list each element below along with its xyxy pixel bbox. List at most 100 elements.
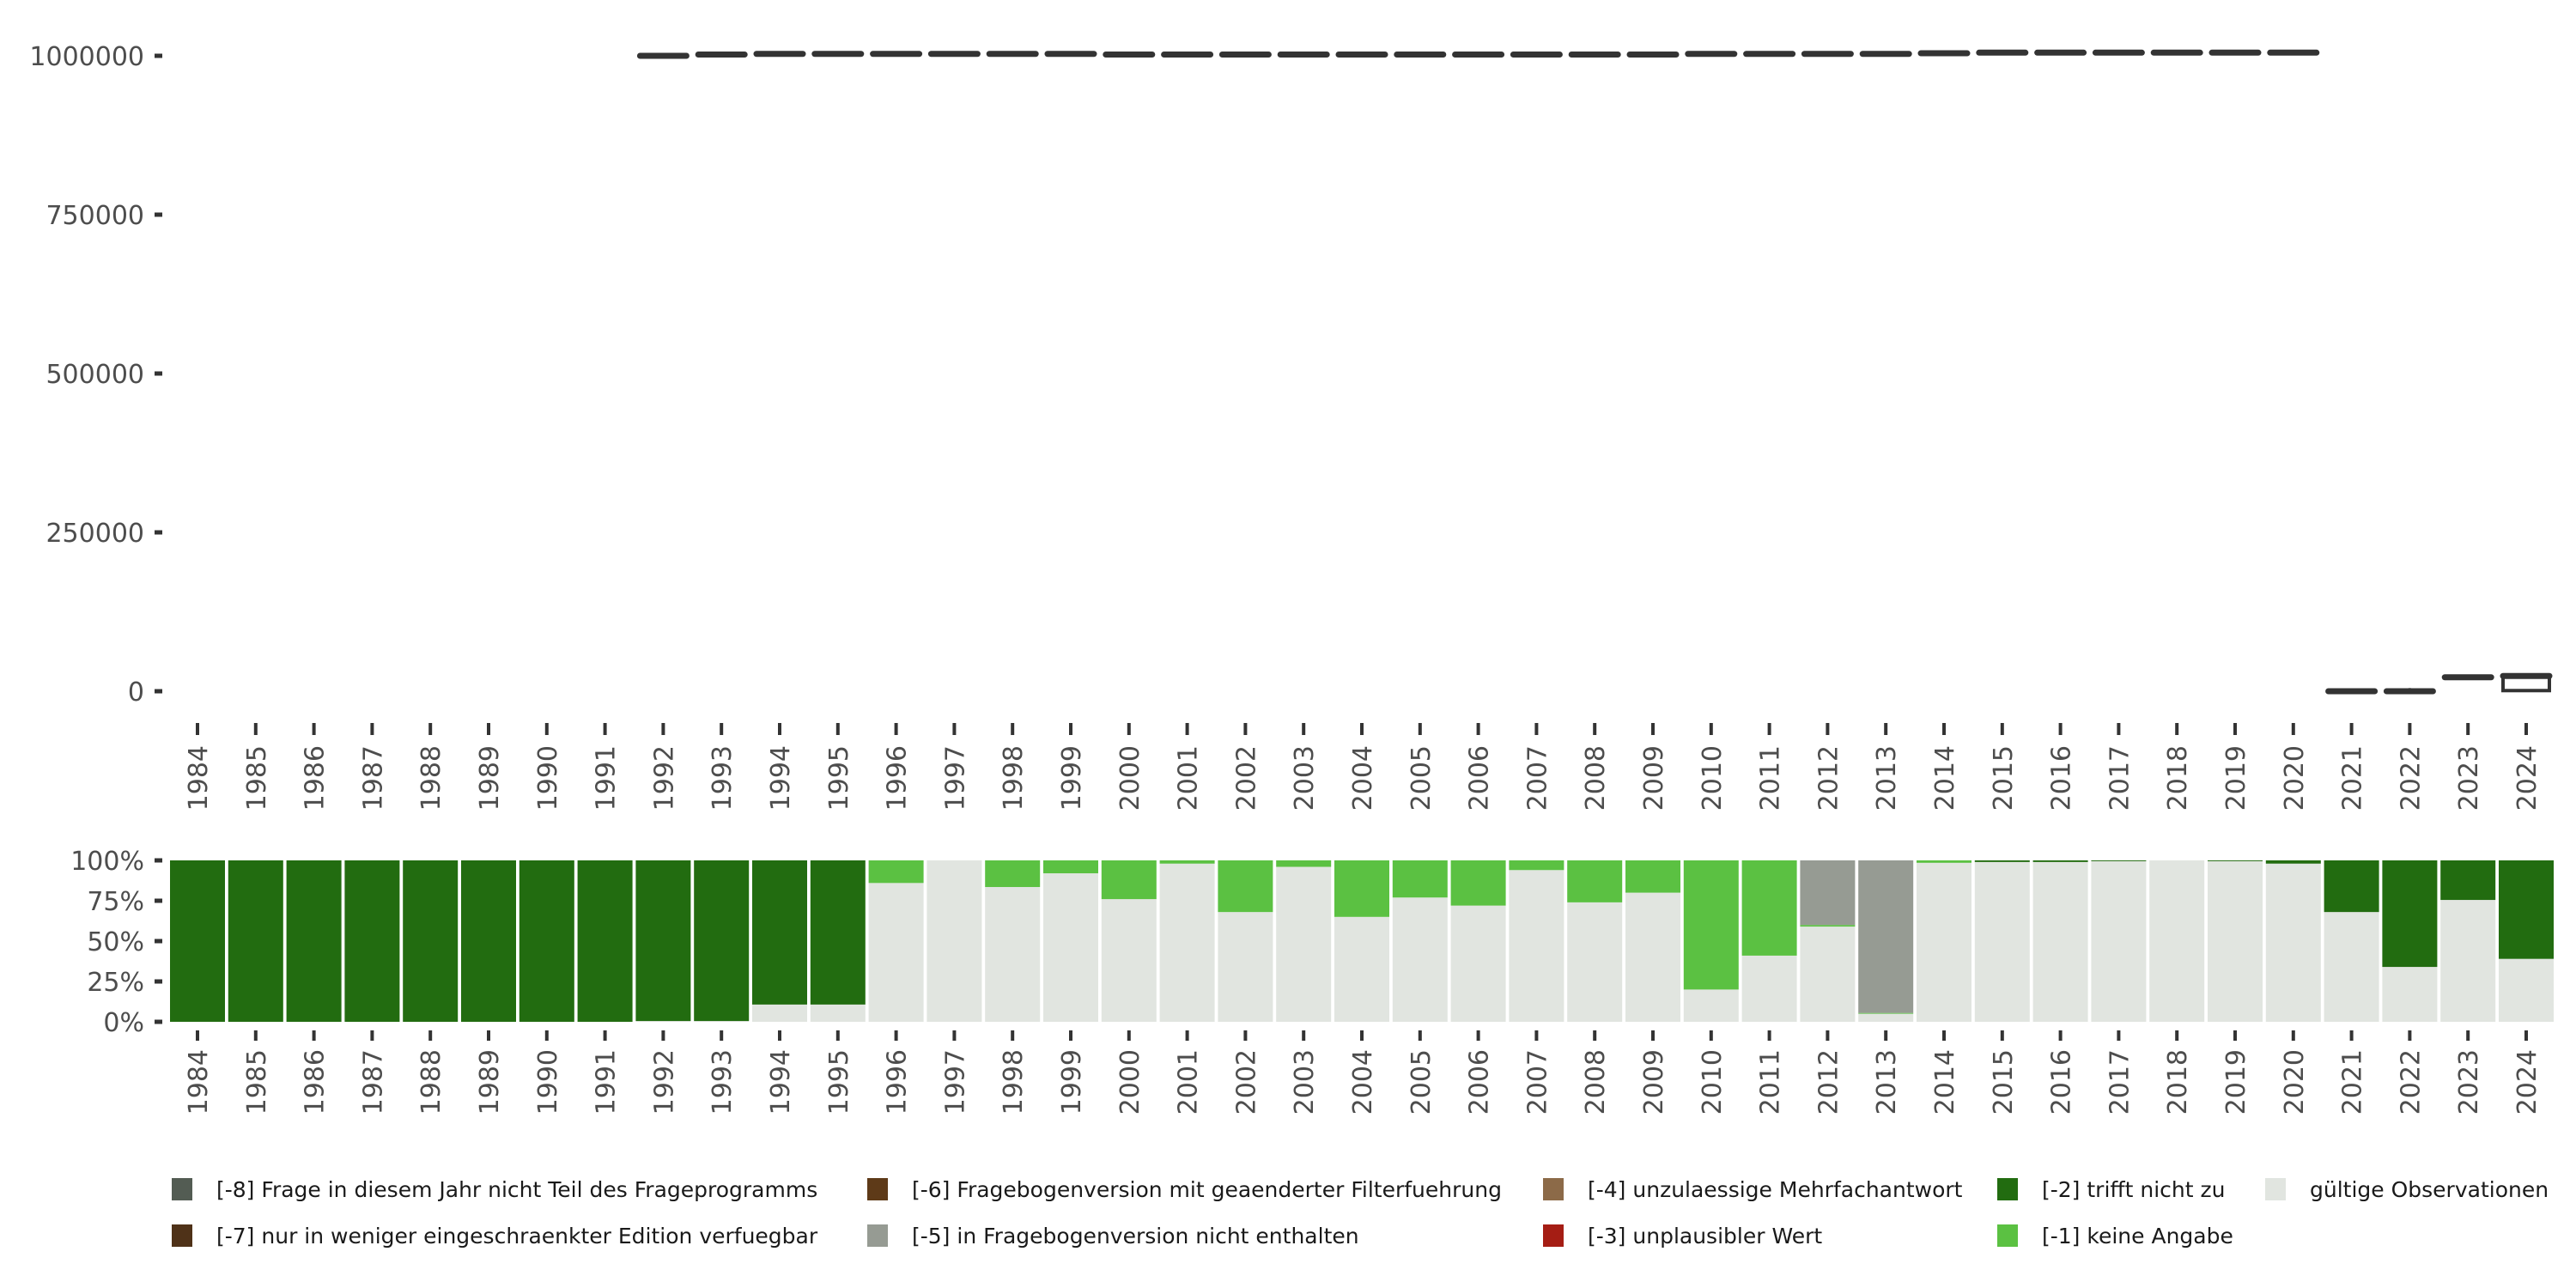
x-tick-label: 1999 [1057,1049,1087,1115]
x-tick-label: 2014 [1930,1049,1960,1115]
legend-label: [-1] keine Angabe [2042,1223,2233,1249]
x-tick-label: 1996 [883,1049,913,1115]
legend-item: [-2] trifft nicht zu [1997,1176,2225,1202]
x-tick-label: 2013 [1872,745,1902,811]
bar-segment [1858,1013,1914,1022]
x-tick-label: 1992 [649,745,679,811]
x-tick-label: 2005 [1406,745,1437,811]
x-tick-label: 2009 [1639,1049,1669,1115]
bar-segment [1858,860,1914,1013]
bar-segment [2265,863,2321,1022]
x-tick-label: 2015 [1989,1049,2019,1115]
x-tick-label: 1997 [940,1049,970,1115]
bar-segment [1800,860,1856,926]
bar-segment [2324,860,2379,913]
bar-segment [1741,860,1797,956]
bar-segment [1800,927,1856,1022]
x-tick-label: 2023 [2454,1049,2484,1115]
bar-segment [519,860,574,1022]
x-tick-label: 1996 [883,745,913,811]
y-tick-label: 0% [103,1008,144,1038]
x-tick-label: 1984 [184,745,214,811]
bar-segment [1043,873,1098,1022]
legend-item: [-1] keine Angabe [1997,1223,2233,1249]
bar-segment [1276,860,1332,867]
x-tick-label: 2016 [2047,745,2077,811]
bar-segment [1974,861,2030,1022]
x-tick-label: 2003 [1290,745,1320,811]
bar-segment [1392,897,1448,1022]
x-tick-label: 2022 [2396,745,2426,811]
bar-segment [1101,899,1157,1022]
bar-segment [1450,905,1506,1022]
bar-segment [461,860,516,1022]
y-tick-label: 0 [128,677,144,708]
x-tick-label: 1993 [708,1049,738,1115]
legend-swatch [1997,1224,2018,1247]
bar-segment [1334,916,1389,1022]
legend-item: [-8] Frage in diesem Jahr nicht Teil des… [172,1176,817,1202]
x-tick-label: 2019 [2221,1049,2251,1115]
y-tick-label: 25% [87,968,144,998]
x-tick-label: 2020 [2280,1049,2310,1115]
bar-segment [2032,860,2088,862]
x-tick-label: 2002 [1231,1049,1261,1115]
x-tick-label: 1991 [592,745,622,811]
bar-segment [810,1004,866,1022]
legend-swatch [1543,1178,1564,1200]
bar-segment [1917,860,1971,863]
bar-segment [752,860,807,1005]
legend-item: [-5] in Fragebogenversion nicht enthalte… [867,1223,1359,1249]
bar-segment [694,1021,750,1022]
x-tick-label: 2011 [1756,745,1786,811]
legend-swatch [1543,1224,1564,1247]
legend-swatch [867,1224,888,1247]
bar-segment [577,860,633,1022]
bar-segment [1509,870,1564,1022]
x-tick-label: 2004 [1348,745,1378,811]
x-tick-label: 2011 [1756,1049,1786,1115]
x-tick-label: 2010 [1698,1049,1728,1115]
y-tick-label: 750000 [46,201,144,231]
bar-segment [1450,860,1506,906]
x-tick-label: 1998 [999,745,1029,811]
x-tick-label: 1988 [416,1049,447,1115]
bar-segment [286,860,342,1022]
x-tick-label: 2017 [2105,1049,2135,1115]
x-tick-label: 2007 [1522,1049,1552,1115]
legend-swatch [172,1178,192,1200]
x-tick-label: 2006 [1465,1049,1495,1115]
x-tick-label: 1988 [416,745,447,811]
x-tick-label: 2013 [1872,1049,1902,1115]
legend-item: [-7] nur in weniger eingeschraenkter Edi… [172,1223,817,1249]
bar-segment [2149,860,2205,1022]
legend-label: [-2] trifft nicht zu [2042,1176,2226,1202]
x-tick-label: 2008 [1581,745,1611,811]
x-tick-label: 2018 [2163,745,2193,811]
x-tick-label: 2003 [1290,1049,1320,1115]
x-tick-label: 1985 [242,745,272,811]
x-tick-label: 1987 [358,745,388,811]
bar-segment [2499,860,2554,959]
bar-segment [170,860,225,1022]
legend-label: [-7] nur in weniger eingeschraenkter Edi… [216,1223,818,1249]
bar-segment [1858,1012,1914,1014]
legend-item: [-3] unplausibler Wert [1543,1223,1822,1249]
legend-label: [-8] Frage in diesem Jahr nicht Teil des… [216,1176,818,1202]
bar-segment [2499,958,2554,1022]
x-tick-label: 1995 [824,745,854,811]
y-tick-label: 250000 [46,519,144,549]
y-tick-label: 75% [87,887,144,917]
legend-swatch [172,1224,192,1247]
bar-segment [2382,860,2438,968]
bar-segment [2091,860,2147,1022]
x-tick-label: 2001 [1174,1049,1204,1115]
legend-item: gültige Observationen [2265,1176,2549,1202]
x-tick-label: 1998 [999,1049,1029,1115]
bar-segment [2440,900,2496,1022]
x-tick-label: 2021 [2338,1049,2368,1115]
bar-segment [868,883,924,1022]
